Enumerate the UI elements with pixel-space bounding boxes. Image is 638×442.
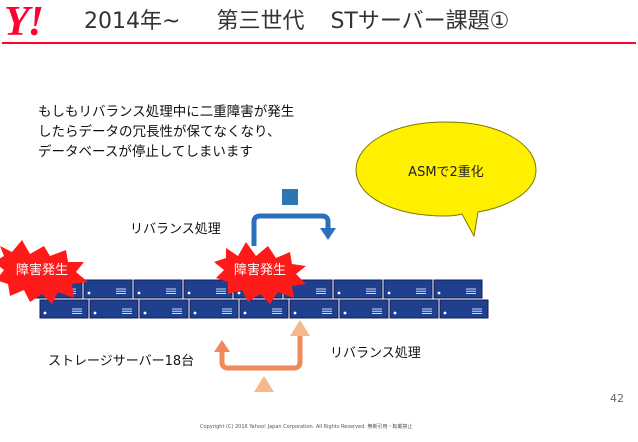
title-generation: 第三世代 — [216, 9, 305, 34]
storage-server — [383, 279, 433, 299]
storage-server-label: ストレージサーバー18台 — [48, 354, 195, 369]
storage-server — [333, 279, 383, 299]
storage-server-led — [343, 311, 347, 315]
rebalance-label-top: リバランス処理 — [130, 222, 221, 237]
warning-line-3: データベースが停止してしまいます — [38, 144, 253, 160]
rebalance-arrow-top — [251, 213, 336, 246]
failure-burst-left-shape — [0, 240, 88, 304]
storage-server-led — [143, 311, 147, 315]
storage-server-led — [437, 291, 441, 295]
storage-server-led — [443, 311, 447, 315]
storage-server-led — [93, 311, 97, 315]
warning-text: もしもリバランス処理中に二重障害が発生 したらデータの冗長性が保てなくなり、 デ… — [38, 102, 294, 162]
storage-server-led — [137, 291, 141, 295]
rebalance-arrow-bottom-path — [219, 328, 303, 371]
storage-server — [439, 299, 489, 319]
title-divider — [2, 42, 636, 44]
rebalance-label-bottom: リバランス処理 — [330, 346, 421, 361]
storage-server-led — [87, 291, 91, 295]
storage-server — [83, 279, 133, 299]
storage-server — [39, 299, 89, 319]
storage-server — [139, 299, 189, 319]
storage-server — [289, 299, 339, 319]
data-block-triangle — [290, 320, 310, 336]
rebalance-arrow-bottom-head — [214, 340, 230, 352]
storage-server — [389, 299, 439, 319]
failure-burst-right-shape — [214, 242, 306, 304]
data-block-triangle — [254, 376, 274, 392]
rebalance-arrow-top-head — [320, 228, 336, 240]
rebalance-arrow-bottom — [214, 328, 303, 371]
storage-server-led — [43, 311, 47, 315]
storage-server-led — [243, 311, 247, 315]
title-number: ① — [489, 9, 510, 34]
warning-line-2: したらデータの冗長性が保てなくなり、 — [38, 124, 281, 140]
storage-server-led — [237, 291, 241, 295]
storage-server — [239, 299, 289, 319]
page-number: 42 — [610, 392, 624, 405]
storage-server-led — [187, 291, 191, 295]
storage-server-led — [337, 291, 341, 295]
storage-server — [133, 279, 183, 299]
failure-burst-right: 障害発生 — [214, 242, 306, 304]
title-year: 2014年~ — [84, 9, 181, 34]
page-title: 2014年~ 第三世代 STサーバー課題① — [84, 6, 509, 38]
warning-line-1: もしもリバランス処理中に二重障害が発生 — [38, 104, 295, 120]
storage-server — [433, 279, 483, 299]
failure-burst-right-label: 障害発生 — [234, 262, 286, 278]
storage-server-led — [293, 311, 297, 315]
storage-server — [183, 279, 233, 299]
logo-text: Y! — [4, 0, 44, 45]
speech-bubble-text: ASMで2重化 — [408, 164, 484, 180]
storage-server — [339, 299, 389, 319]
storage-server — [189, 299, 239, 319]
data-block-square — [282, 189, 298, 205]
storage-server-led — [193, 311, 197, 315]
failure-burst-left-label: 障害発生 — [16, 262, 68, 278]
storage-server — [89, 299, 139, 319]
failure-burst-left: 障害発生 — [0, 240, 88, 304]
rebalance-arrow-top-path — [251, 213, 331, 246]
speech-bubble-shape — [355, 121, 537, 238]
yahoo-logo: Y! — [4, 0, 44, 45]
speech-bubble: ASMで2重化 — [355, 121, 537, 238]
copyright-footer: Copyright (C) 2016 Yahoo! Japan Corporat… — [200, 424, 413, 430]
storage-server-led — [387, 291, 391, 295]
storage-server-led — [393, 311, 397, 315]
title-topic: STサーバー課題 — [330, 9, 490, 34]
